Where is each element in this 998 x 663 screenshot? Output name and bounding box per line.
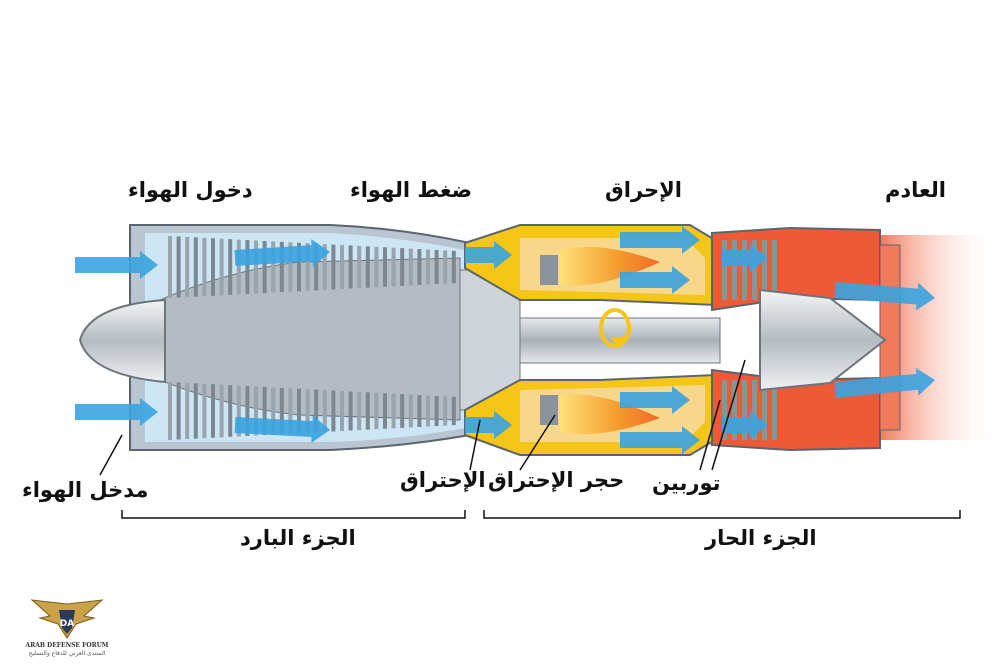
compressor-blade <box>357 392 361 430</box>
turbine-blade <box>722 240 727 300</box>
label-cold-section: الجزء البارد <box>240 528 356 549</box>
compressor-blade <box>417 395 421 427</box>
compressor-blade <box>400 394 404 428</box>
compressor-blade <box>331 391 335 432</box>
compressor-blade <box>392 248 396 287</box>
compressor-blade <box>357 246 361 288</box>
compressor-blade <box>374 393 378 429</box>
label-combustion: الإحراق <box>605 180 682 201</box>
compressor-blade <box>383 393 387 429</box>
fuel-injector-top <box>540 255 558 285</box>
compressor-blade <box>340 391 344 431</box>
compressor-blade <box>202 384 206 438</box>
turbine-blade <box>732 240 737 300</box>
compressor-blade <box>392 394 396 429</box>
compressor-blade <box>452 397 456 425</box>
compressor-blade <box>426 396 430 427</box>
compressor-blade <box>452 251 456 283</box>
compressor-blade <box>245 240 249 294</box>
turbine-blade <box>742 240 747 300</box>
compressor-blade <box>435 396 439 426</box>
compressor-blade <box>220 385 224 438</box>
compressor-blade <box>220 239 224 296</box>
compressor-blade <box>228 385 232 437</box>
label-air-entry: دخول الهواء <box>128 180 253 201</box>
compressor-blade <box>177 382 181 439</box>
label-turbine: توربين <box>652 473 721 494</box>
compressor-blade <box>443 250 447 283</box>
label-combustion-chamber: حجر الإحتراق <box>488 470 624 491</box>
eagle-emblem-icon: DA <box>12 598 122 642</box>
compressor-blade <box>331 245 335 290</box>
tail-cone <box>760 290 885 390</box>
compressor-blade <box>383 247 387 287</box>
cold-section-bracket <box>122 510 465 518</box>
logo-monogram: DA <box>60 619 74 629</box>
label-combustor: الإحتراق <box>400 470 486 491</box>
compressor-blade <box>177 236 181 297</box>
compressor-blade <box>426 250 430 285</box>
forum-logo: DA ARAB DEFENSE FORUM المنتدى العربي للد… <box>12 598 122 660</box>
compressor-blade <box>194 383 198 438</box>
compressor-blade <box>194 237 198 296</box>
compressor-blade <box>340 245 344 289</box>
compressor-blade <box>349 245 353 288</box>
compressor-blade <box>237 240 241 295</box>
compressor-blade <box>400 248 404 286</box>
label-air-intake: مدخل الهواء <box>22 480 148 501</box>
label-exhaust: العادم <box>885 180 946 201</box>
compressor-blade <box>409 395 413 428</box>
hot-section-bracket <box>484 510 960 518</box>
compressor-blade <box>435 250 439 284</box>
compressor-blade <box>254 241 258 294</box>
compressor-blade <box>374 247 378 287</box>
compressor-blade <box>443 396 447 425</box>
compressor-blade <box>349 391 353 430</box>
compressor-blade <box>168 236 172 298</box>
label-hot-section: الجزء الحار <box>705 528 817 549</box>
compressor-blade <box>185 383 189 439</box>
label-compression: ضغط الهواء <box>350 180 472 201</box>
compressor-blade <box>366 392 370 429</box>
logo-name: ARAB DEFENSE FORUM <box>12 642 122 649</box>
compressor-blade <box>168 382 172 440</box>
compressor-blade <box>366 246 370 287</box>
compressor-blade <box>409 249 413 286</box>
compressor-blade <box>211 384 215 438</box>
fuel-injector-bottom <box>540 395 558 425</box>
compressor-blade <box>228 239 232 295</box>
compressor-blade <box>417 249 421 285</box>
compressor-blade <box>202 238 206 296</box>
compressor-blade <box>185 237 189 297</box>
compressor-blade <box>211 238 215 296</box>
logo-subtitle: المنتدى العربي للدفاع والتسليح <box>12 650 122 657</box>
nose-cone <box>80 300 165 382</box>
